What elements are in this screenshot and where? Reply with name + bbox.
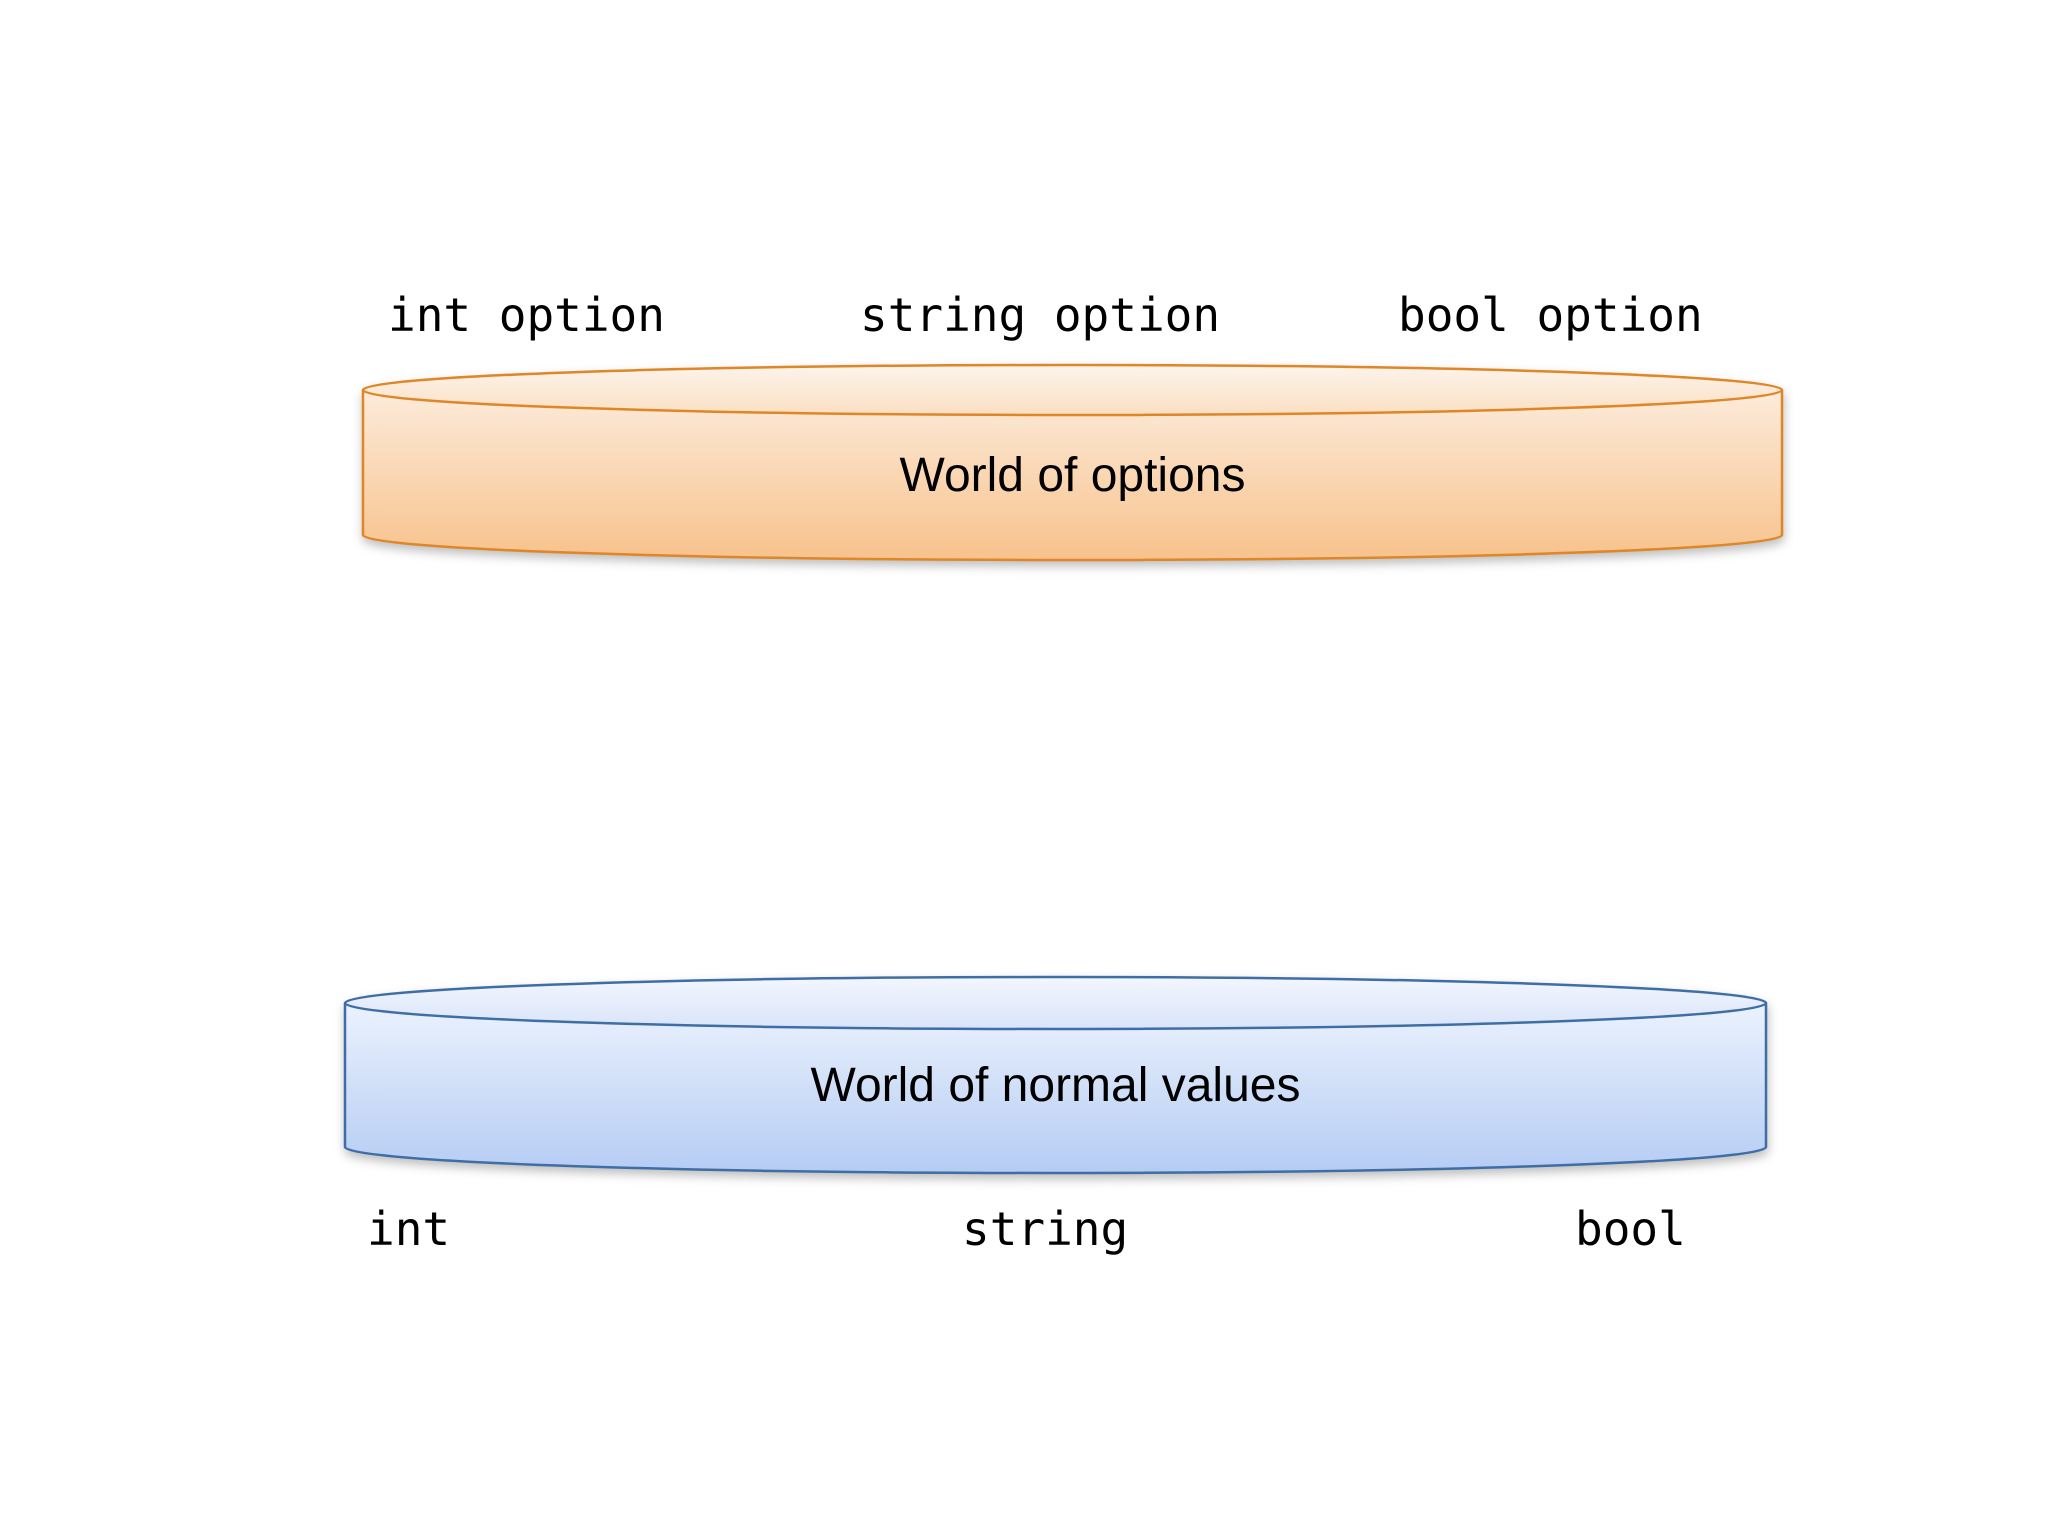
type-label-bool: bool: [1575, 1202, 1686, 1256]
type-label-string-option: string option: [860, 288, 1221, 342]
values-cylinder-outline: [343, 1003, 1768, 1175]
values-cylinder-top-ellipse: [343, 975, 1768, 1031]
options-cylinder-body: [363, 390, 1782, 560]
options-cylinder-top-ellipse: [361, 363, 1784, 417]
values-world-label: World of normal values: [810, 1059, 1301, 1112]
options-world-label: World of options: [899, 449, 1246, 502]
type-label-bool-option: bool option: [1398, 288, 1703, 342]
values-cylinder: [343, 975, 1768, 1175]
values-cylinder-body: [345, 1003, 1766, 1173]
type-label-string: string: [962, 1202, 1129, 1256]
options-cylinder-outline: [361, 390, 1784, 562]
type-label-int: int: [367, 1202, 451, 1256]
options-cylinder: [361, 363, 1784, 562]
type-label-int-option: int option: [388, 288, 665, 342]
